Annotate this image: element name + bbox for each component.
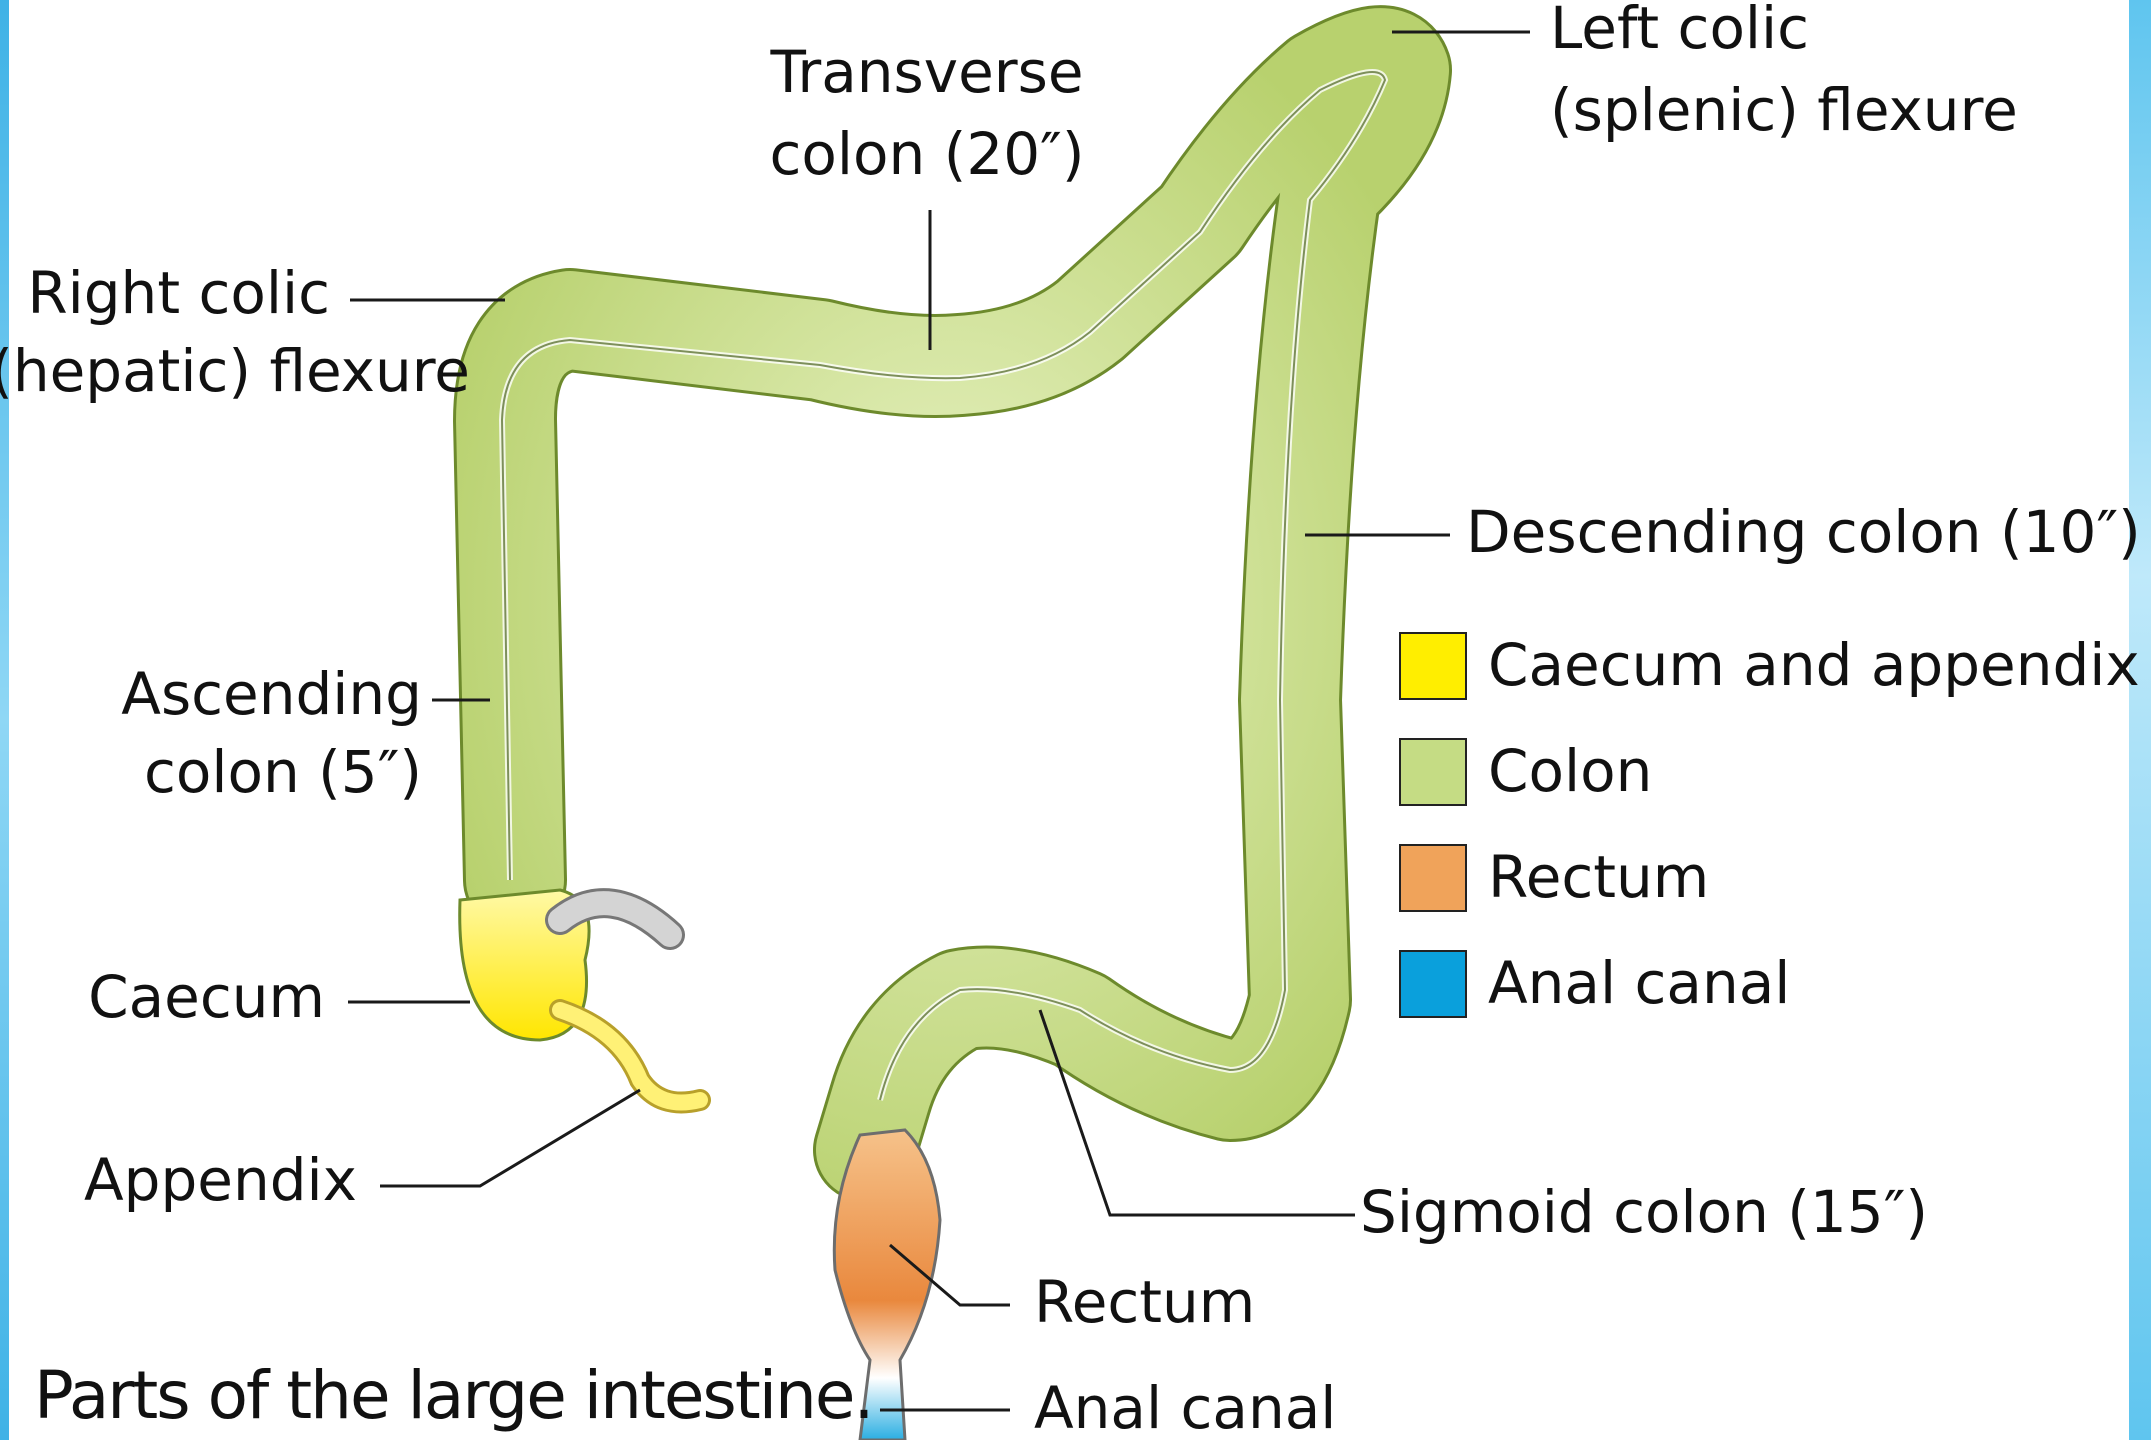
left-flexure-label-line2: (splenic) flexure [1550,76,2018,144]
legend-label: Anal canal [1488,949,1790,1017]
anal-canal-label: Anal canal [1034,1374,1336,1440]
left-flexure-label-line1: Left colic [1550,0,1809,62]
ascending-label-line2: colon (5″) [144,738,422,806]
appendix-label: Appendix [84,1146,357,1214]
colon-body [502,57,1400,1150]
caecum-label: Caecum [88,963,325,1031]
legend-swatch [1400,845,1466,911]
legend-label: Caecum and appendix [1488,631,2140,699]
sigmoid-label: Sigmoid colon (15″) [1360,1178,1928,1246]
transverse-label-line2: colon (20″) [770,120,1085,188]
descending-label: Descending colon (10″) [1466,498,2141,566]
caption: Parts of the large intestine. [34,1357,872,1434]
legend-swatch [1400,633,1466,699]
legend-swatch [1400,951,1466,1017]
right-flexure-label-line2: (hepatic) flexure [0,337,470,405]
rectum-label: Rectum [1034,1268,1255,1336]
transverse-label-line1: Transverse [769,38,1083,106]
right-flexure-label-line1: Right colic [27,259,330,327]
ascending-label-line1: Ascending [121,660,422,728]
legend-label: Colon [1488,737,1652,805]
legend-label: Rectum [1488,843,1709,911]
legend-swatch [1400,739,1466,805]
colon-fill [505,57,1400,1150]
